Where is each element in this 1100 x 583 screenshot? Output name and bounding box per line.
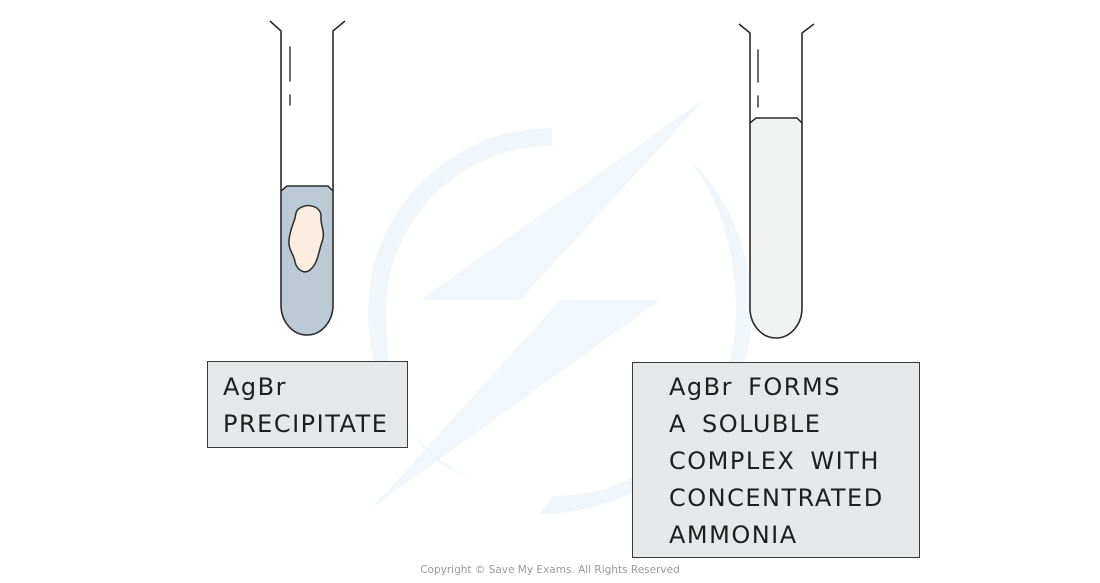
label-box-left: AgBr PRECIPITATE (207, 361, 408, 448)
precipitate-lump (288, 204, 325, 273)
label-left-line-1: AgBr (223, 373, 287, 401)
label-left-line-2: PRECIPITATE (223, 410, 389, 438)
tube-outline-left (269, 20, 346, 336)
label-right-line-2: A SOLUBLE (669, 410, 822, 438)
label-right-line-1: AgBr FORMS (669, 373, 841, 401)
test-tube-left (269, 20, 346, 336)
label-right-line-4: CONCENTRATED (669, 484, 884, 512)
solution-right (750, 118, 802, 338)
tube-outline-right (738, 23, 815, 339)
solution-meniscus-right (749, 117, 803, 124)
test-tube-right (738, 23, 815, 339)
label-right-line-3: COMPLEX WITH (669, 447, 880, 475)
copyright-text: Copyright © Save My Exams. All Rights Re… (420, 564, 680, 576)
label-right-line-5: AMMONIA (669, 521, 798, 549)
label-box-right: AgBr FORMS A SOLUBLE COMPLEX WITH CONCEN… (632, 362, 920, 558)
solution-meniscus-left (280, 185, 334, 192)
